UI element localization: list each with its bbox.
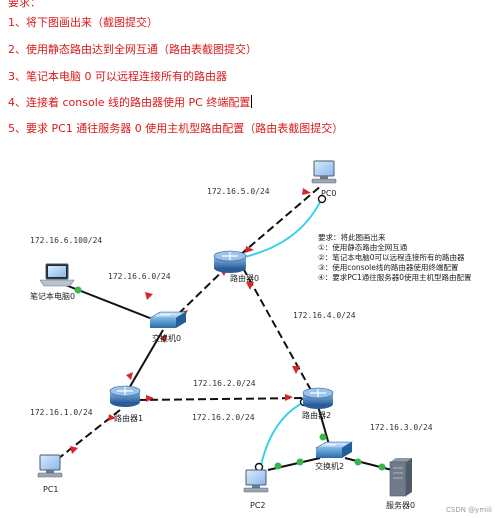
watermark: CSDN @ymiii: [446, 506, 492, 514]
pc0[interactable]: PC0: [311, 160, 337, 198]
pc2-label: PC2: [250, 501, 266, 510]
note-line-2: ②：笔记本电脑0可以远程连接所有的路由器: [318, 252, 465, 262]
up-arrow: [108, 414, 116, 421]
green-dot: [378, 463, 386, 471]
network-label-8: 172.16.3.0/24: [370, 423, 433, 432]
router1-label: 路由器1: [114, 413, 143, 423]
server0[interactable]: 服务器0: [386, 458, 415, 510]
topology-diagram: 172.16.5.0/24 172.16.6.100/24 172.16.6.0…: [30, 160, 492, 514]
green-dot: [319, 433, 327, 441]
up-arrow: [70, 446, 78, 454]
network-label-1: 172.16.5.0/24: [207, 187, 270, 196]
up-arrow: [245, 246, 254, 253]
link-markers: [70, 188, 386, 472]
task-3: 3、笔记本电脑 0 可以远程连接所有的路由器: [8, 70, 227, 83]
note-line-1: ①：使用静态路由全网互通: [318, 242, 408, 252]
switch2-label: 交换机2: [315, 461, 344, 471]
console-port-ring: [254, 462, 264, 472]
link-router1-router2: [137, 397, 306, 401]
router0-label: 路由器0: [230, 273, 259, 283]
pc1-label: PC1: [43, 485, 59, 494]
task-5: 5、要求 PC1 通往服务器 0 使用主机型路由配置（路由表截图提交）: [8, 122, 344, 135]
network-label-4: 172.16.4.0/24: [293, 311, 356, 320]
network-label-5: 172.16.2.0/24: [193, 379, 256, 388]
laptop0-label: 笔记本电脑0: [30, 291, 75, 301]
network-label-2: 172.16.6.100/24: [30, 236, 102, 245]
pc1[interactable]: PC1: [37, 454, 63, 494]
switch0-label: 交换机0: [152, 333, 181, 343]
link-router0-pc0: [239, 184, 323, 256]
router2-label: 路由器2: [302, 410, 331, 420]
text-cursor: [251, 95, 253, 108]
switch0[interactable]: 交换机0: [148, 311, 188, 343]
green-dot: [274, 462, 282, 470]
up-arrow: [246, 282, 254, 290]
note-line-3: ③：使用console线的路由器使用终端配置: [318, 262, 459, 272]
router1[interactable]: 路由器1: [109, 385, 143, 423]
green-dot: [74, 286, 82, 294]
link-switch0-router1: [127, 329, 164, 391]
pc0-label: PC0: [321, 189, 337, 198]
links: [53, 184, 393, 471]
console-port-ring: [317, 194, 327, 204]
console-link-router0-pc0: [239, 197, 323, 259]
up-arrow: [145, 292, 153, 300]
up-arrow: [126, 372, 133, 380]
console-link-router2-pc2: [259, 401, 305, 471]
requirements-note: 要求：将此图画出来 ①：使用静态路由全网互通 ②：笔记本电脑0可以远程连接所有的…: [318, 232, 472, 282]
task-4-text: 4、连接着 console 线的路由器使用 PC 终端配置: [8, 96, 251, 109]
up-arrow: [302, 188, 311, 195]
link-router0-router2: [242, 267, 313, 393]
note-line-4: ④：要求PC1通往服务器0使用主机型路由配置: [318, 272, 472, 282]
network-label-3: 172.16.6.0/24: [108, 272, 171, 281]
network-label-6: 172.16.1.0/24: [30, 408, 93, 417]
up-arrow: [160, 334, 167, 343]
task-2: 2、使用静态路由达到全网互通（路由表截图提交）: [8, 43, 257, 56]
laptop0[interactable]: 笔记本电脑0: [30, 263, 75, 301]
task-1: 1、将下图画出来（截图提交）: [8, 16, 158, 29]
pc2[interactable]: PC2: [243, 469, 269, 510]
switch2[interactable]: 交换机2: [314, 441, 354, 471]
up-arrow: [292, 366, 300, 374]
green-dot: [296, 458, 304, 466]
link-router2-switch2: [317, 405, 331, 449]
server0-label: 服务器0: [386, 500, 415, 510]
router2[interactable]: 路由器2: [302, 387, 334, 420]
router0[interactable]: 路由器0: [213, 250, 259, 283]
up-arrow: [146, 395, 154, 402]
note-title: 要求：将此图画出来: [318, 232, 386, 242]
up-arrow: [285, 394, 293, 401]
network-label-7: 172.16.2.0/24: [192, 413, 255, 422]
cut-header: 要求：: [8, 0, 41, 9]
green-dot: [354, 458, 362, 466]
task-4: 4、连接着 console 线的路由器使用 PC 终端配置: [8, 94, 253, 110]
